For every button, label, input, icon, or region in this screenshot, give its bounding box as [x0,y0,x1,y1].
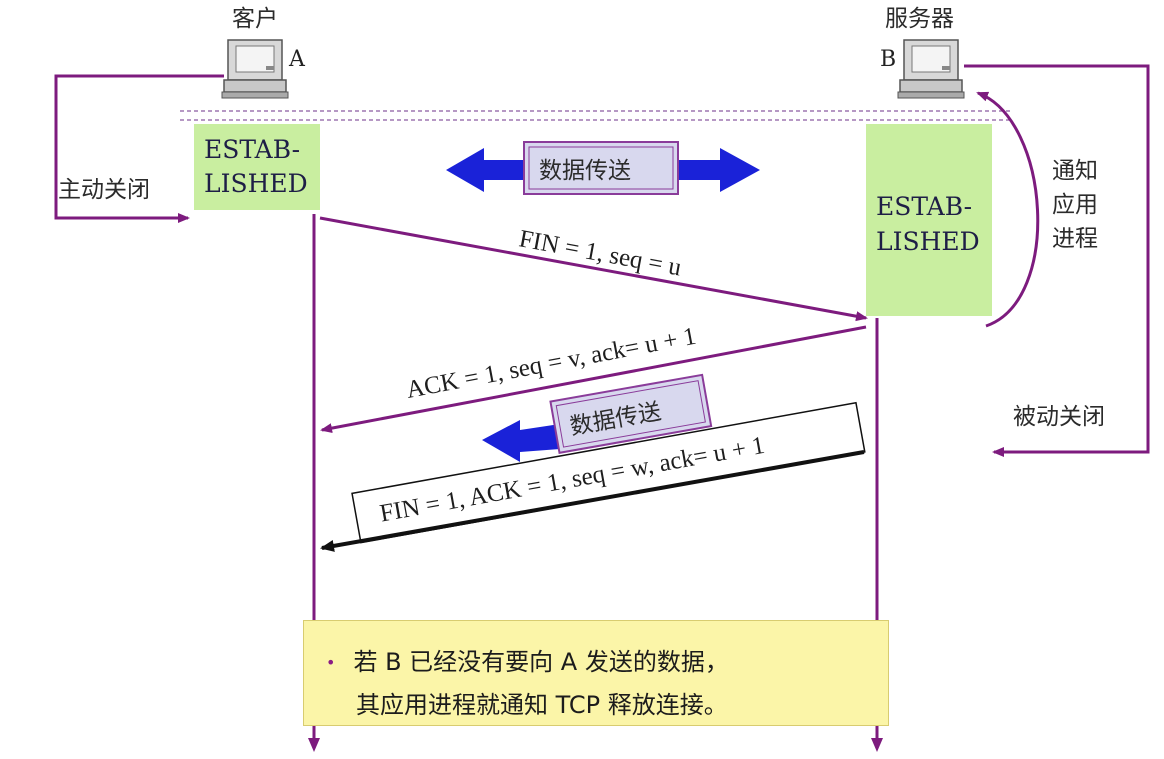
timeline-arrow [308,738,320,752]
data-transfer-double-arrow: 数据传送 [446,141,760,195]
note-line2: 其应用进程就通知 TCP 释放连接。 [356,691,728,719]
computer-icon [221,39,289,99]
client-title: 客户 [232,6,278,32]
client-state-box [194,124,320,210]
notify-app-label-1: 通知 [1052,158,1098,184]
client-state-line1: ESTAB- [204,135,300,164]
data-transfer-top-label: 数据传送 [539,158,631,184]
fin-arrow [319,216,868,322]
server-letter: B [880,47,896,72]
fin-ack-arrow [320,450,865,552]
server-state-line1: ESTAB- [876,192,972,221]
note-line1: 若 B 已经没有要向 A 发送的数据， [353,648,729,676]
server-title: 服务器 [885,6,954,32]
timeline-arrow [871,738,883,752]
active-close-arrow [54,74,224,223]
server-state-box [866,124,992,316]
data-transfer-arrow: 数据传送 [482,373,713,462]
passive-close-label: 被动关闭 [1013,404,1105,430]
server-state-line2: LISHED [876,227,980,256]
notify-app-label-2: 应用 [1052,192,1098,218]
active-close-label: 主动关闭 [58,177,150,203]
computer-icon [897,39,965,99]
note-box: • 若 B 已经没有要向 A 发送的数据， 其应用进程就通知 TCP 释放连接。 [303,620,889,726]
client-state-line2: LISHED [204,169,308,198]
fin-message: FIN = 1, seq = u [517,225,684,281]
notify-app-label-3: 进程 [1052,226,1098,252]
passive-close-arrow [964,64,1150,457]
note-bullet: • [326,653,336,672]
ack-arrow [320,325,867,434]
notify-app-arrow [976,91,1040,328]
client-letter: A [288,47,306,72]
